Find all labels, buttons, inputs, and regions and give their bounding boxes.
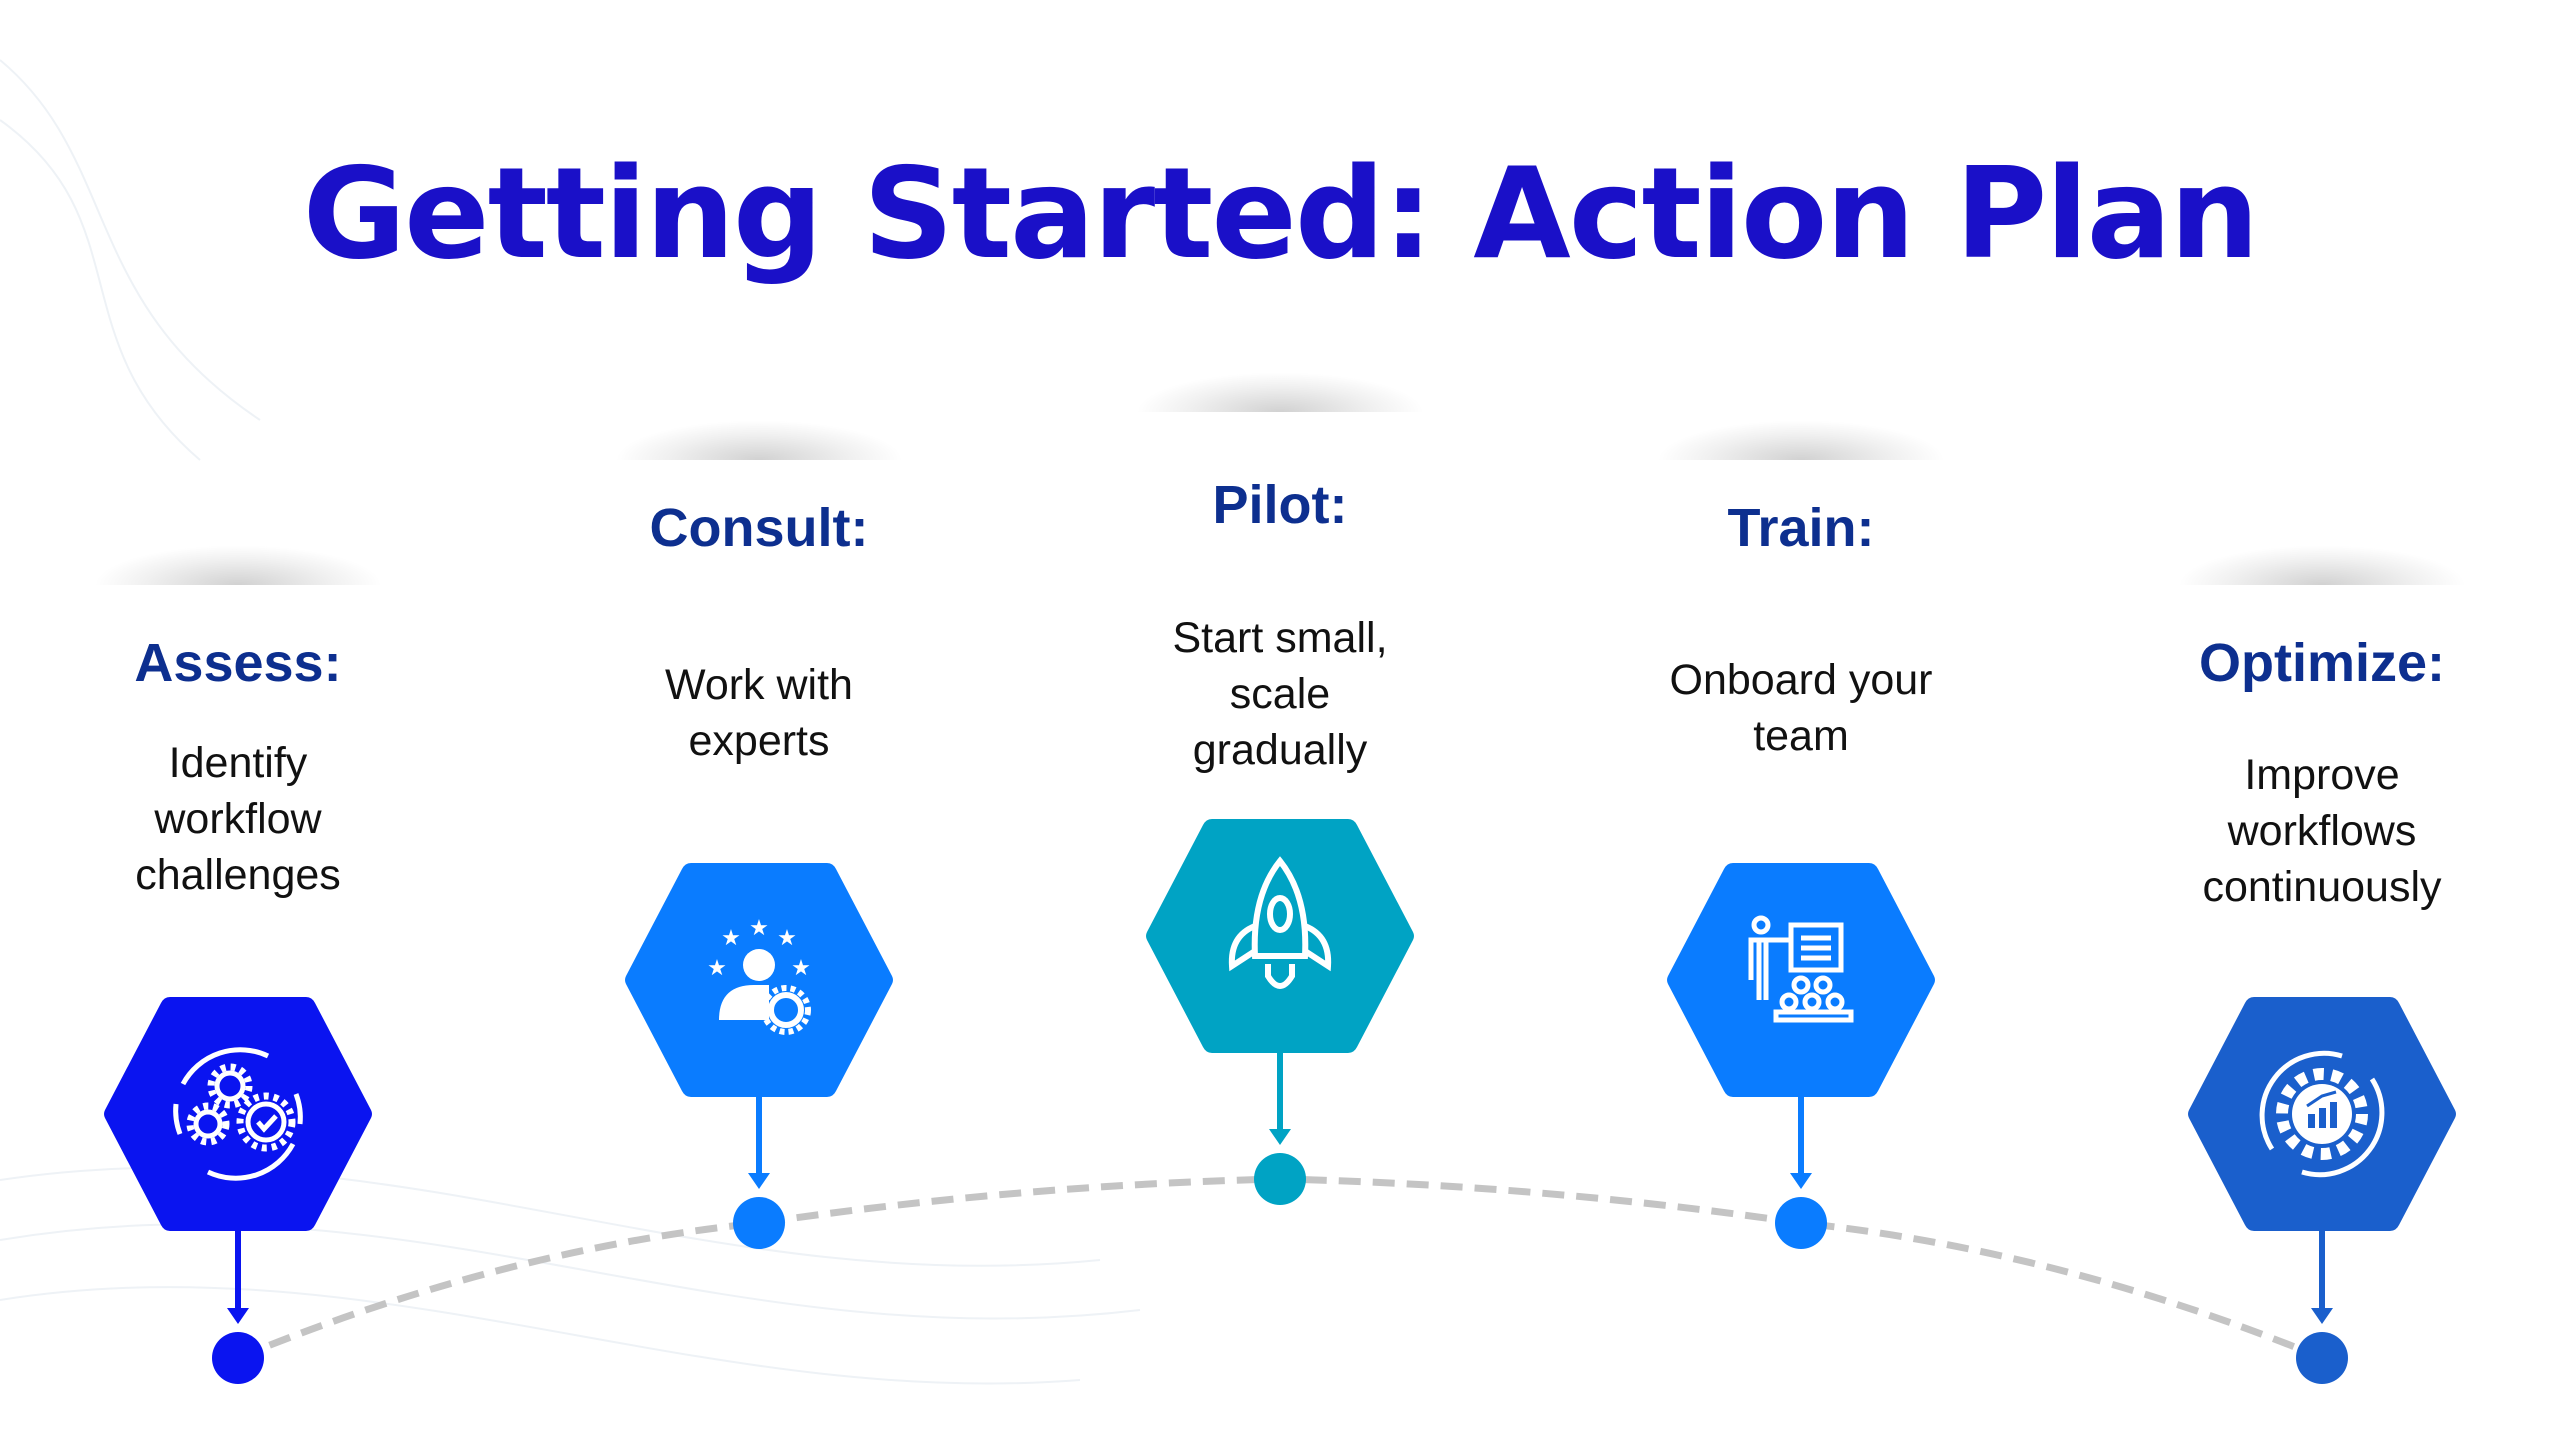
step-hexagon bbox=[104, 997, 372, 1384]
timeline-dot bbox=[1254, 1153, 1306, 1205]
description-line: Start small, bbox=[1172, 614, 1388, 662]
timeline-dot bbox=[1775, 1197, 1827, 1249]
page-title: Getting Started: Action Plan bbox=[302, 140, 2260, 287]
step-hexagon bbox=[1146, 819, 1414, 1205]
step-heading: Pilot: bbox=[1212, 475, 1348, 535]
description-line: scale bbox=[1229, 670, 1331, 718]
heading-shadow bbox=[1135, 372, 1425, 412]
description-line: gradually bbox=[1192, 726, 1368, 774]
heading-shadow bbox=[93, 545, 383, 585]
step-heading: Optimize: bbox=[2198, 633, 2445, 693]
description-line: Identify bbox=[168, 739, 308, 787]
description-line: continuously bbox=[2202, 863, 2442, 911]
step-hexagon: ★ ★ ★ ★ ★ bbox=[625, 863, 893, 1249]
step-description: Work with experts bbox=[549, 657, 969, 769]
svg-text:★: ★ bbox=[749, 915, 769, 940]
step-description: Onboard your team bbox=[1591, 652, 2011, 764]
svg-text:★: ★ bbox=[777, 925, 797, 950]
step-description: Improve workflows continuously bbox=[2112, 747, 2532, 915]
expert-badge-icon: ★ ★ ★ ★ ★ bbox=[707, 915, 811, 1035]
step-heading: Consult: bbox=[649, 498, 869, 558]
description-line: experts bbox=[688, 717, 830, 765]
gears-cycle-icon bbox=[173, 1047, 303, 1181]
description-line: workflows bbox=[2227, 807, 2417, 855]
step-description: Identify workflow challenges bbox=[28, 735, 448, 903]
timeline-dot bbox=[212, 1332, 264, 1384]
step-heading: Train: bbox=[1727, 498, 1875, 558]
svg-text:★: ★ bbox=[721, 925, 741, 950]
description-line: challenges bbox=[135, 851, 341, 899]
arrow-head-icon bbox=[227, 1308, 249, 1324]
heading-shadow bbox=[2177, 545, 2467, 585]
timeline-dot bbox=[2296, 1332, 2348, 1384]
gear-chart-cycle-icon bbox=[2259, 1050, 2385, 1178]
description-line: Onboard your bbox=[1669, 656, 1933, 704]
arrow-head-icon bbox=[1790, 1173, 1812, 1189]
heading-shadow bbox=[1656, 420, 1946, 460]
description-line: Improve bbox=[2244, 751, 2400, 799]
svg-text:★: ★ bbox=[707, 955, 727, 980]
arrow-head-icon bbox=[1269, 1129, 1291, 1145]
presentation-team-icon bbox=[1748, 915, 1854, 1023]
step-hexagon bbox=[1667, 863, 1935, 1249]
description-line: Work with bbox=[665, 661, 853, 709]
svg-text:★: ★ bbox=[791, 955, 811, 980]
arrow-head-icon bbox=[2311, 1308, 2333, 1324]
step-description: Start small, scale gradually bbox=[1070, 610, 1490, 778]
timeline-dot bbox=[733, 1197, 785, 1249]
step-heading: Assess: bbox=[134, 633, 342, 693]
heading-shadow bbox=[614, 420, 904, 460]
description-line: team bbox=[1753, 712, 1849, 760]
description-line: workflow bbox=[154, 795, 322, 843]
step-hexagon bbox=[2188, 997, 2456, 1384]
rocket-icon bbox=[1228, 856, 1332, 989]
arrow-head-icon bbox=[748, 1173, 770, 1189]
